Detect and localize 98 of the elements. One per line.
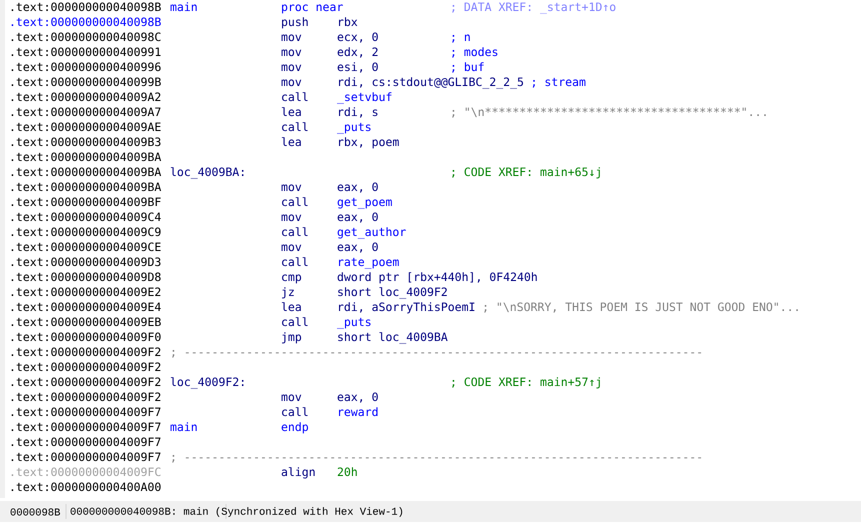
instruction-mnemonic: push [282, 17, 308, 28]
operand: ecx, 0 [338, 32, 378, 43]
operand: rdi, s [339, 107, 378, 118]
instruction-mnemonic: mov [282, 184, 302, 192]
instruction-mnemonic: lea [282, 107, 301, 116]
code-label: main [170, 2, 197, 12]
code-address: .text:00000000004009D3 [12, 257, 160, 266]
code-address: .text:00000000004009F7 [12, 422, 160, 432]
instruction-mnemonic: mov [282, 50, 302, 56]
operand: _puts [337, 122, 370, 134]
code-address: .text:00000000004009C9 [12, 227, 161, 236]
code-address: .text:00000000004009F0 [12, 332, 161, 342]
code-address: .text:00000000004009A7 [12, 107, 160, 116]
operand: dword ptr [rbx+440h], 0F4240h [338, 272, 537, 284]
instruction-mnemonic: lea [282, 302, 301, 312]
operand: 20h [338, 467, 357, 476]
operand: eax, 0 [338, 242, 378, 253]
operand: get_poem [338, 198, 392, 209]
code-address: .text:000000000040098B [12, 17, 161, 26]
code-address: .text:0000000000400991 [12, 47, 161, 56]
operand: esi, 0 [338, 62, 378, 73]
instruction-mnemonic: call [282, 92, 308, 102]
code-address: .text:0000000000400A00 [12, 482, 161, 492]
code-address: .text:00000000004009BA [12, 182, 162, 192]
instruction-mnemonic: jmp [282, 332, 302, 344]
code-comment: ; DATA XREF: _start+1D↑o [452, 2, 616, 14]
code-address: .text:00000000004009E2 [12, 287, 160, 296]
code-address: .text:00000000004009F2 [12, 362, 160, 372]
code-address: .text:00000000004009E4 [12, 302, 161, 312]
code-comment: ; buf [452, 62, 484, 73]
code-address: .text:00000000004009CE [12, 242, 161, 252]
instruction-mnemonic: mov [282, 244, 302, 252]
code-address: .text:00000000004009F2 [12, 347, 160, 356]
instruction-mnemonic: cmp [282, 274, 302, 284]
operand: _setvbuf [337, 92, 392, 104]
instruction-mnemonic: mov [282, 64, 302, 72]
operand: get_author [338, 227, 406, 239]
code-address: .text:00000000004009FC [12, 467, 160, 476]
code-label: ; --------------------------------------------------------------------------- [172, 455, 702, 463]
operand: reward [339, 407, 378, 416]
code-comment: ; CODE XREF: main+57↑j [452, 377, 600, 388]
status-text: 000000000040098B: main (Synchronized with Hex View-1) [70, 507, 402, 517]
instruction-mnemonic: call [282, 122, 308, 132]
code-address: .text:000000000040098C [12, 32, 160, 42]
instruction-mnemonic: mov [282, 34, 302, 42]
operand: rbx [339, 17, 358, 26]
instruction-mnemonic: align [282, 467, 315, 478]
operand: short loc_4009F2 [338, 287, 447, 299]
status-text: 0000098B [10, 508, 60, 516]
instruction-mnemonic: call [282, 407, 308, 416]
code-comment: ; stream [532, 78, 586, 88]
code-comment: ; modes [452, 47, 498, 58]
code-address: .text:00000000004009EB [12, 317, 161, 326]
code-address: .text:00000000004009BA [12, 167, 162, 176]
code-comment: ; "\nSORRY, THIS POEM IS JUST NOT GOOD ENO"... [484, 302, 798, 313]
code-address: .text:00000000004009D8 [12, 272, 161, 282]
code-address: .text:000000000040099B [12, 77, 161, 86]
instruction-mnemonic: mov [282, 394, 302, 402]
code-address: .text:00000000004009C4 [12, 212, 161, 222]
code-address: .text:00000000004009BA [12, 152, 162, 162]
code-label: loc_4009BA: [170, 167, 244, 179]
code-label: loc_4009F2: [170, 377, 244, 389]
code-comment: ; n [452, 34, 470, 43]
instruction-mnemonic: call [282, 197, 308, 206]
operand: eax, 0 [338, 212, 378, 223]
operand: rdi, aSorryThisPoemI [339, 302, 474, 314]
instruction-mnemonic: jz [282, 287, 294, 298]
instruction-mnemonic: call [282, 317, 308, 326]
operand: rdi, cs:stdout@@GLIBC_2_2_5 [339, 77, 523, 89]
code-comment: ; CODE XREF: main+65↓j [452, 167, 600, 178]
code-address: .text:00000000004009B3 [12, 137, 160, 146]
code-address: .text:000000000040098B [12, 2, 161, 12]
instruction-mnemonic: lea [282, 137, 301, 146]
operand: eax, 0 [338, 182, 378, 193]
operand: short loc_4009BA [338, 332, 448, 344]
code-address: .text:00000000004009A2 [12, 92, 160, 102]
code-address: .text:00000000004009F7 [12, 452, 160, 462]
operand: _puts [337, 318, 370, 329]
code-address: .text:00000000004009BF [12, 197, 161, 206]
instruction-mnemonic: call [282, 257, 308, 266]
code-address: .text:00000000004009F7 [12, 437, 160, 446]
code-address: .text:00000000004009F7 [12, 407, 160, 416]
operand: edx, 2 [338, 47, 378, 58]
instruction-mnemonic: mov [282, 80, 302, 86]
code-address: .text:00000000004009F2 [12, 377, 160, 386]
operand: rbx, poem [339, 137, 399, 148]
code-address: .text:00000000004009AE [12, 122, 161, 132]
operand: rate_poem [339, 258, 399, 269]
code-comment: ; "\n*************************************"... [452, 107, 766, 118]
instruction-mnemonic: proc near [282, 4, 343, 14]
instruction-mnemonic: mov [282, 214, 302, 222]
code-label: main [170, 422, 197, 432]
instruction-mnemonic: call [282, 227, 308, 236]
code-address: .text:00000000004009F2 [12, 392, 160, 402]
code-address: .text:0000000000400996 [12, 62, 161, 72]
instruction-mnemonic: endp [282, 422, 308, 434]
code-label: ; --------------------------------------------------------------------------- [172, 350, 702, 358]
operand: eax, 0 [338, 392, 378, 403]
